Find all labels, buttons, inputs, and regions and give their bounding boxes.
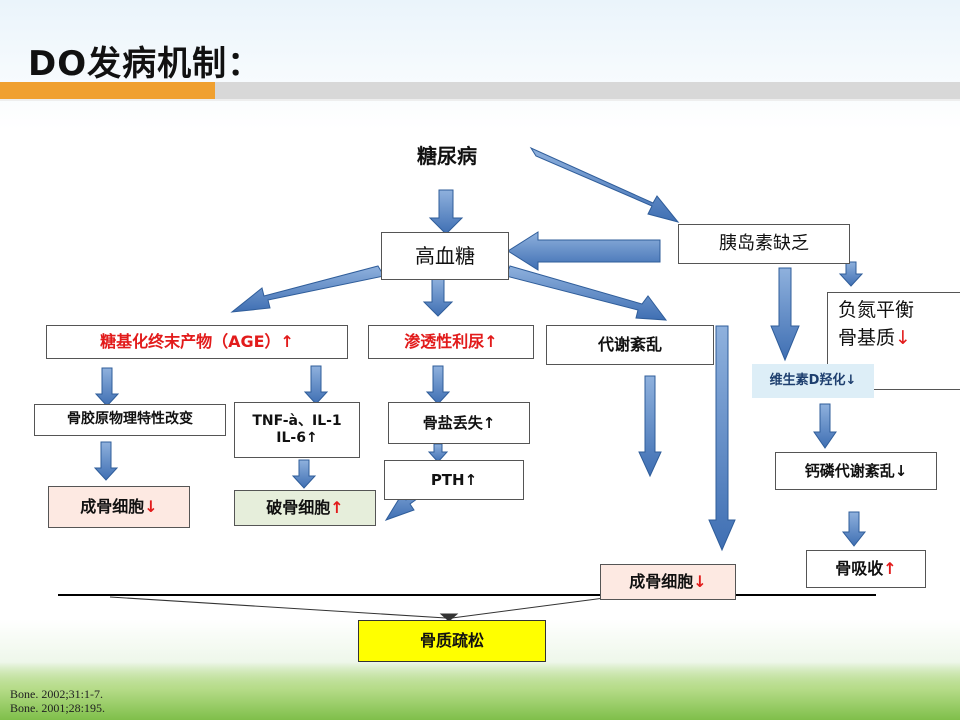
- reference-2: Bone. 2001;28:195.: [10, 701, 105, 715]
- arrow-osmotic-to-salt: [425, 365, 451, 405]
- arrow-hyperglycemia-to-osmotic: [422, 277, 454, 317]
- converge-line-right: [451, 596, 613, 619]
- reference-1: Bone. 2002;31:1-7.: [10, 687, 103, 701]
- node-osteoblast-right: 成骨细胞↓: [600, 564, 736, 600]
- down-arrow-glyph: ↓: [895, 326, 911, 349]
- converge-arrowhead: [439, 613, 459, 622]
- bone-matrix-text: 骨基质: [838, 326, 896, 349]
- cytokines-line1: TNF-à、IL-1: [252, 412, 342, 429]
- arrow-collagen-to-osteoblast: [93, 441, 119, 481]
- arrow-cytokines-to-osteoclast: [291, 459, 317, 489]
- arrow-diabetes-to-hyperglycemia: [428, 189, 464, 235]
- arrow-metabolic-down: [638, 375, 662, 478]
- negative-nitrogen-line2: 骨基质↓: [838, 325, 914, 353]
- node-osteoblast-left: 成骨细胞↓: [48, 486, 190, 528]
- down-arrow-glyph: ↓: [144, 497, 158, 516]
- bone-resorption-text: 骨吸收: [835, 559, 884, 578]
- node-pth: PTH↑: [384, 460, 524, 500]
- node-hyperglycemia: 高血糖: [381, 232, 509, 280]
- arrow-age-to-cytokines: [303, 365, 329, 405]
- converge-line-left: [109, 596, 447, 619]
- node-metabolic-disorder: 代谢紊乱: [546, 325, 714, 365]
- osteoclast-text: 破骨细胞: [266, 498, 331, 517]
- node-age: 糖基化终末产物（AGE）↑: [46, 325, 348, 359]
- negative-nitrogen-line1: 负氮平衡: [838, 299, 915, 321]
- title-underline-bar: [215, 82, 960, 99]
- arrow-vitd-to-cap: [813, 403, 837, 449]
- arrow-hyperglycemia-to-metabolic: [505, 265, 668, 321]
- node-vitamin-d: 维生素D羟化↓: [752, 364, 874, 398]
- title-underline-shadow: [0, 99, 960, 101]
- arrow-salt-to-pth: [427, 443, 449, 463]
- arrow-cap-to-resorption: [841, 511, 867, 547]
- node-osteoclast: 破骨细胞↑: [234, 490, 376, 526]
- background-grass: [0, 662, 960, 720]
- arrow-insulin-to-vitd: [770, 267, 800, 362]
- node-bone-salt-loss: 骨盐丢失↑: [388, 402, 530, 444]
- arrow-age-to-collagen: [94, 367, 120, 407]
- cytokines-line2: IL-6↑: [276, 430, 318, 446]
- arrow-to-osteoblast-right: [708, 325, 736, 552]
- node-diabetes: 糖尿病: [417, 144, 477, 168]
- arrow-insulin-to-nitrogen: [838, 261, 864, 287]
- node-osteoporosis: 骨质疏松: [358, 620, 546, 662]
- node-insulin-deficiency: 胰岛素缺乏: [678, 224, 850, 264]
- node-osmotic-diuresis: 渗透性利尿↑: [368, 325, 534, 359]
- title-accent-bar: [0, 82, 215, 99]
- osteoblast-right-text: 成骨细胞: [629, 572, 694, 591]
- node-ca-p-disorder: 钙磷代谢紊乱↓: [775, 452, 937, 490]
- node-collagen: 骨胶原物理特性改变: [34, 404, 226, 436]
- up-arrow-glyph: ↑: [330, 498, 344, 517]
- arrow-diabetes-to-insulin: [529, 146, 680, 223]
- up-arrow-glyph: ↑: [883, 559, 897, 578]
- node-bone-resorption: 骨吸收↑: [806, 550, 926, 588]
- page-title: DO发病机制：: [28, 44, 263, 84]
- down-arrow-glyph: ↓: [693, 572, 707, 591]
- osteoblast-left-text: 成骨细胞: [80, 497, 145, 516]
- node-cytokines: TNF-à、IL-1 IL-6↑: [234, 402, 360, 458]
- arrow-hyperglycemia-to-age: [230, 265, 385, 313]
- arrow-insulin-to-hyperglycemia: [507, 231, 661, 271]
